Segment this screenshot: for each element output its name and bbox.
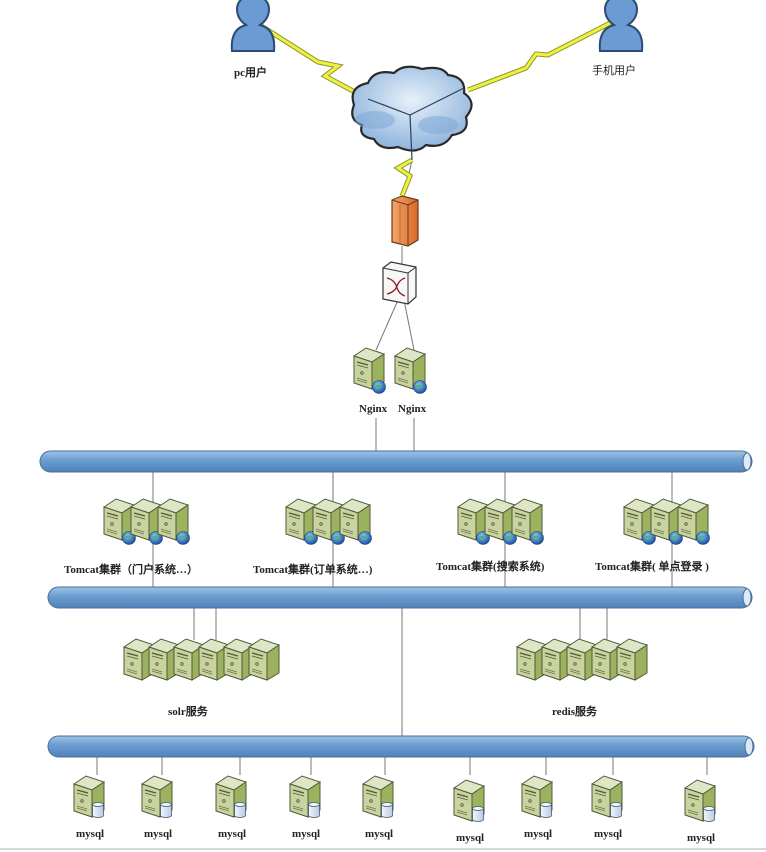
lightning-pc-cloud-icon [253,19,368,101]
bus-tomcat-services [47,586,753,609]
mysql-label: mysql [524,828,553,840]
solr-server-icon [248,638,280,681]
mysql-label: mysql [76,828,105,840]
database-icon [308,802,320,818]
mysql-label: mysql [292,828,321,840]
globe-icon [358,531,372,545]
lightning-links [253,15,622,197]
internet-cloud-icon [351,65,473,161]
redis-server-icon [616,638,648,681]
globe-icon [530,531,544,545]
tomcat-cluster-label: Tomcat集群(订单系统…) [253,564,373,576]
globe-icon [413,380,427,394]
switch-icon [382,261,417,305]
database-icon [92,802,104,818]
mobile-user-label: 手机用户 [592,64,636,77]
mysql-server-icon [289,775,321,818]
mysql-label: mysql [144,828,173,840]
mysql-server-icon [684,779,716,822]
nginx-server-icon [353,347,386,394]
network-buses [39,450,755,758]
nginx-label: Nginx [359,403,388,415]
pc-user-icon [230,0,276,53]
mysql-label: mysql [594,828,623,840]
database-icon [540,802,552,818]
connection-lines [96,159,708,775]
database-icon [703,806,715,822]
tomcat-cluster-label: Tomcat集群( 单点登录 ) [595,561,709,573]
bottom-divider [0,848,766,850]
mysql-server-icon [521,775,553,818]
mysql-server-icon [591,775,623,818]
mysql-server-icon [73,775,105,818]
mysql-label: mysql [687,832,716,844]
bus-services-mysql [47,735,755,758]
globe-icon [176,531,190,545]
nginx-server-icon [394,347,427,394]
mysql-server-icon [362,775,394,818]
mysql-label: mysql [218,828,247,840]
firewall-icon [391,195,419,247]
database-icon [381,802,393,818]
tomcat-cluster-label: Tomcat集群（门户系统…） [64,564,199,576]
globe-icon [696,531,710,545]
mysql-server-icon [215,775,247,818]
mysql-server-icon [453,779,485,822]
tomcat-cluster-label: Tomcat集群(搜索系统) [436,561,545,573]
bus-nginx-tomcat [39,450,753,473]
lightning-cloud-firewall-icon [393,157,414,197]
database-icon [234,802,246,818]
database-icon [160,802,172,818]
database-icon [472,806,484,822]
globe-icon [372,380,386,394]
nginx-label: Nginx [398,403,427,415]
mysql-server-icon [141,775,173,818]
lightning-mobile-cloud-icon [467,15,622,93]
solr-service-label: solr服务 [168,706,208,718]
mysql-label: mysql [456,832,485,844]
redis-service-label: redis服务 [552,706,598,718]
mysql-label: mysql [365,828,394,840]
pc-user-label: pc用户 [234,67,267,79]
database-icon [610,802,622,818]
